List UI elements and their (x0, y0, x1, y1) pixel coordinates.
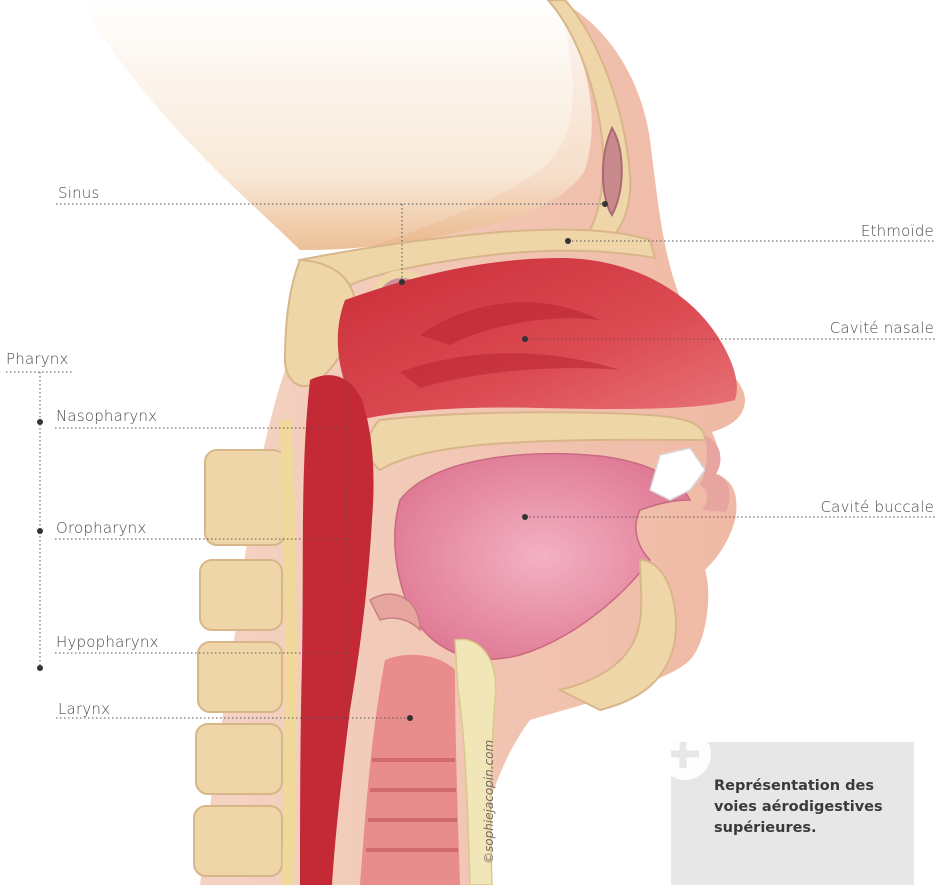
plus-icon (671, 742, 711, 780)
label-hypopharynx: Hypopharynx (56, 633, 159, 651)
dot-nasopharynx (37, 419, 43, 425)
dot-ethmoide (565, 238, 571, 244)
dot-sinus-frontal (602, 201, 608, 207)
dot-sinus-sphenoid (399, 279, 405, 285)
caption-text: Représentation des voies aérodigestives … (714, 776, 904, 839)
credit-text: ©sophiejacopin.com (482, 740, 496, 864)
label-sinus: Sinus (58, 184, 100, 202)
label-pharynx: Pharynx (6, 350, 69, 368)
label-larynx: Larynx (58, 700, 110, 718)
label-ethmoide: Ethmoïde (861, 222, 934, 240)
dot-hypopharynx (37, 665, 43, 671)
label-cavite-buccale: Cavité buccale (821, 498, 935, 516)
label-nasopharynx: Nasopharynx (56, 407, 157, 425)
dot-cavite-buccale (522, 514, 528, 520)
dot-oropharynx (37, 528, 43, 534)
dot-cavite-nasale (522, 336, 528, 342)
dot-larynx (407, 715, 413, 721)
label-oropharynx: Oropharynx (56, 519, 146, 537)
forehead (80, 0, 592, 250)
label-cavite-nasale: Cavité nasale (830, 319, 934, 337)
